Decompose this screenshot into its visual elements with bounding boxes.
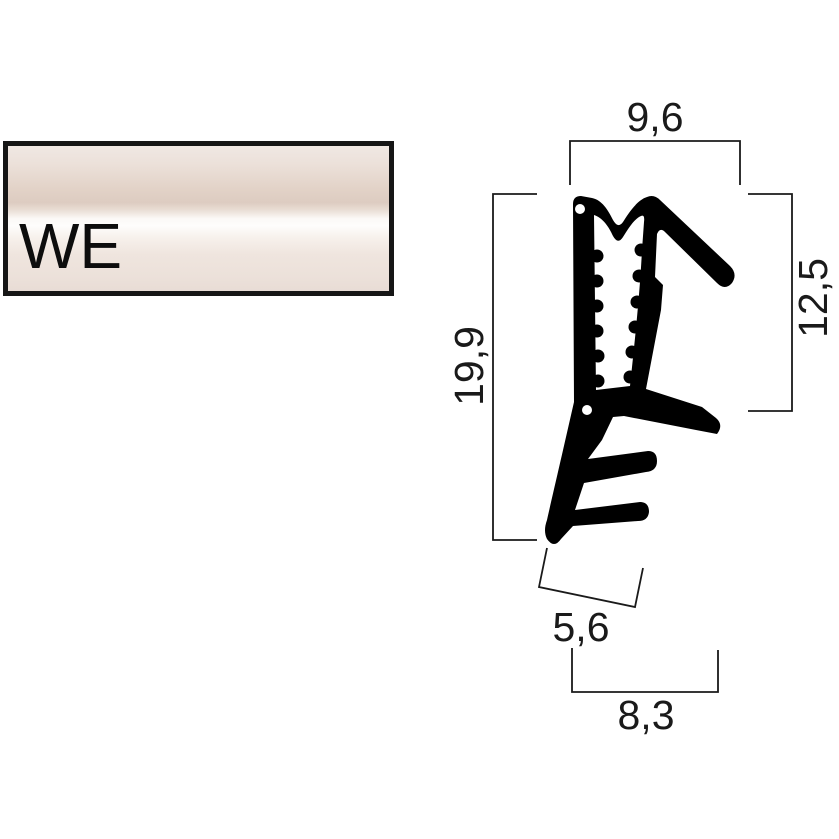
serration-bump: [628, 320, 642, 334]
dimension-bracket: [569, 140, 741, 185]
serration-bump: [591, 349, 605, 363]
serration-bump: [590, 274, 604, 288]
left-leg-serrations: [590, 249, 605, 388]
middle-leg-serrations: [623, 243, 648, 384]
dimension-label-right-height: 12,5: [790, 258, 836, 338]
dimension-label-left-height: 19,9: [446, 326, 492, 406]
serration-bump: [591, 374, 605, 388]
serration-bump: [590, 324, 604, 338]
serration-bump: [625, 345, 639, 359]
dimension-bracket: [748, 193, 793, 412]
dimension-left-height: 19,9: [446, 193, 537, 541]
dimension-bracket: [492, 193, 537, 541]
serration-bump: [632, 269, 646, 283]
profile-hole-middle: [582, 405, 592, 415]
color-swatch: WE: [3, 141, 394, 296]
dimension-bracket: [537, 547, 644, 609]
dimension-foot-width: 5,6: [537, 547, 644, 650]
dimension-bracket: [571, 648, 719, 693]
dimension-label-top-width: 9,6: [627, 94, 684, 140]
swatch-label: WE: [19, 210, 123, 282]
serration-bump: [630, 295, 644, 309]
profile-hole-top: [575, 204, 585, 214]
dimension-label-bottom-width: 8,3: [618, 692, 675, 738]
dimension-top-width: 9,6: [569, 94, 741, 185]
dimension-right-height: 12,5: [748, 193, 836, 412]
serration-bump: [623, 370, 637, 384]
serration-bump: [634, 243, 648, 257]
serration-bump: [590, 249, 604, 263]
serration-bump: [590, 299, 604, 313]
dimension-bottom-width: 8,3: [571, 648, 719, 738]
dimension-label-foot-width: 5,6: [553, 604, 610, 650]
